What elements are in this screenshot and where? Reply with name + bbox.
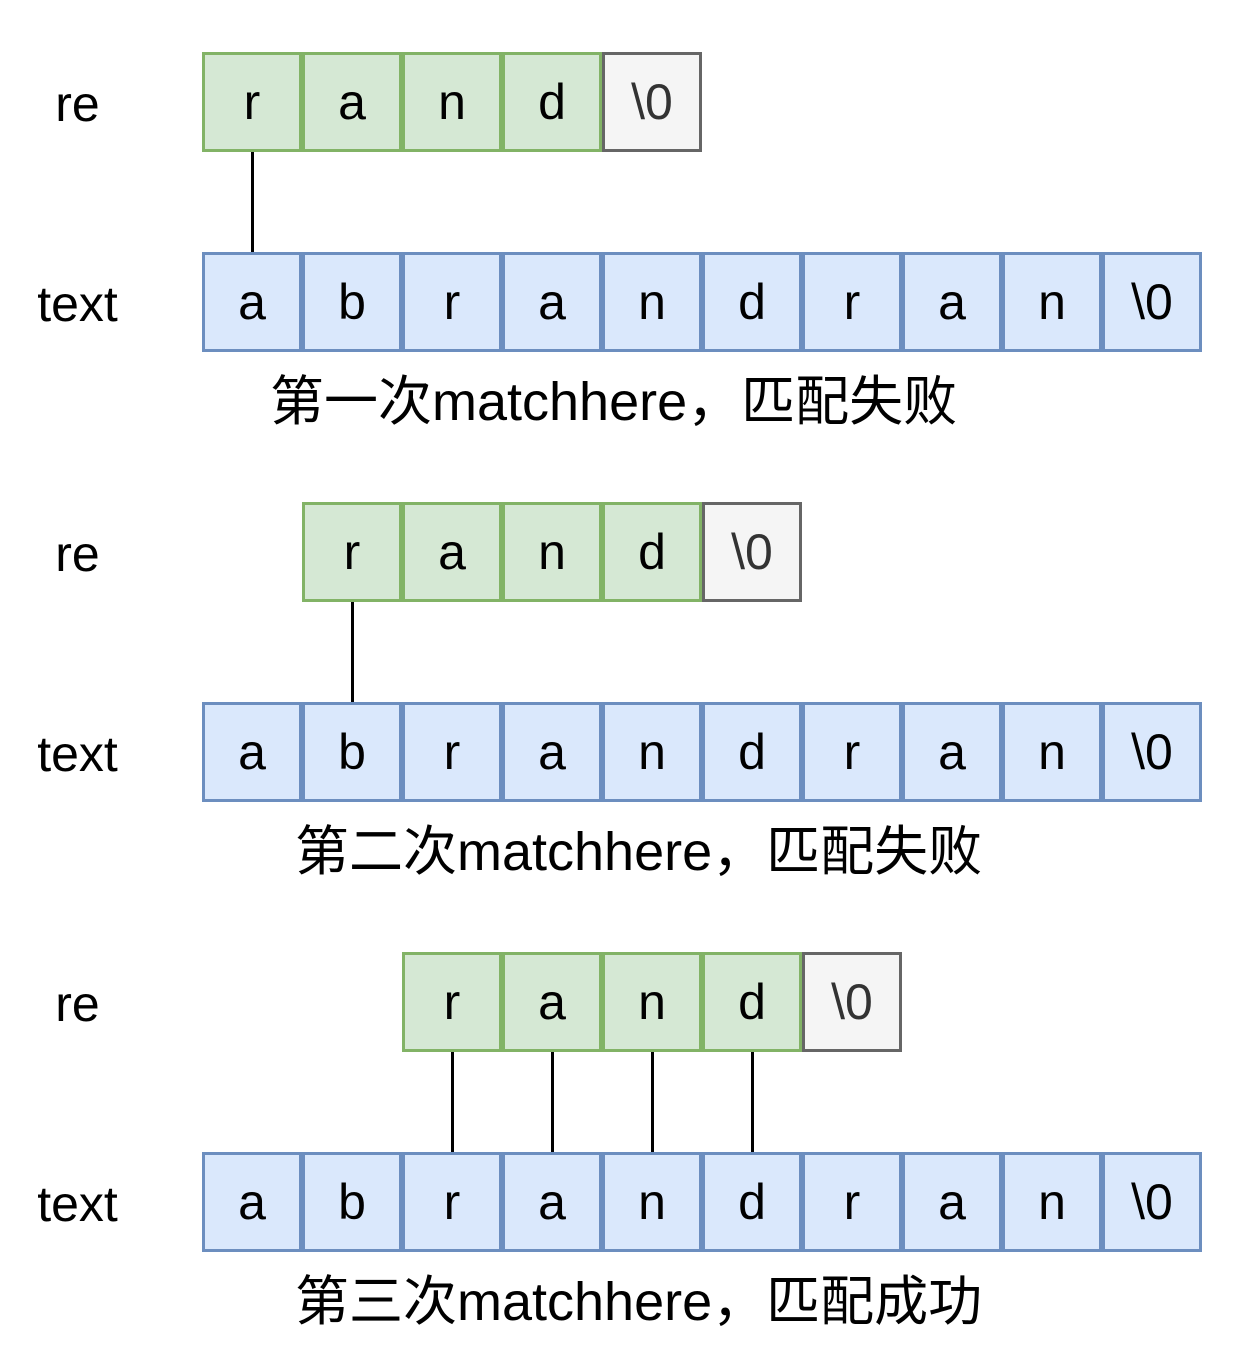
re-cell: a <box>502 952 602 1052</box>
match-connector <box>751 1052 754 1152</box>
text-cell: r <box>802 1152 902 1252</box>
match-connector <box>351 602 354 702</box>
re-terminator-cell: \0 <box>702 502 802 602</box>
text-cell: a <box>202 252 302 352</box>
re-cell: d <box>702 952 802 1052</box>
text-cell: n <box>602 702 702 802</box>
re-row-label: re <box>55 976 100 1032</box>
text-cell: b <box>302 1152 402 1252</box>
re-cell: r <box>402 952 502 1052</box>
re-terminator-cell: \0 <box>602 52 702 152</box>
text-cell: a <box>502 1152 602 1252</box>
text-row-label: text <box>37 726 118 782</box>
text-cell: d <box>702 702 802 802</box>
text-cell: r <box>402 702 502 802</box>
match-stage-2: re r a n d \0 text a b r a n d r a n \0 … <box>0 450 1260 900</box>
text-cell: n <box>1002 702 1102 802</box>
match-connector <box>651 1052 654 1152</box>
re-cell: d <box>602 502 702 602</box>
text-cell: b <box>302 252 402 352</box>
text-terminator-cell: \0 <box>1102 702 1202 802</box>
re-array: r a n d \0 <box>402 952 902 1052</box>
text-row-label: text <box>37 1176 118 1232</box>
text-cell: b <box>302 702 402 802</box>
re-cell: r <box>202 52 302 152</box>
re-array: r a n d \0 <box>302 502 802 602</box>
stage-caption: 第三次matchhere，匹配成功 <box>295 1272 983 1332</box>
match-stage-1: re r a n d \0 text a b r a n d r a n \0 … <box>0 0 1260 450</box>
text-cell: n <box>602 252 702 352</box>
text-cell: a <box>902 252 1002 352</box>
text-array: a b r a n d r a n \0 <box>202 252 1202 352</box>
re-array: r a n d \0 <box>202 52 702 152</box>
text-cell: n <box>1002 252 1102 352</box>
stage-caption: 第二次matchhere，匹配失败 <box>295 822 983 882</box>
stage-caption: 第一次matchhere，匹配失败 <box>270 372 958 432</box>
text-array: a b r a n d r a n \0 <box>202 1152 1202 1252</box>
text-cell: a <box>202 1152 302 1252</box>
re-cell: n <box>502 502 602 602</box>
text-cell: n <box>1002 1152 1102 1252</box>
re-row-label: re <box>55 76 100 132</box>
text-array: a b r a n d r a n \0 <box>202 702 1202 802</box>
text-cell: a <box>502 252 602 352</box>
re-cell: n <box>602 952 702 1052</box>
re-terminator-cell: \0 <box>802 952 902 1052</box>
re-row-label: re <box>55 526 100 582</box>
match-connector <box>251 152 254 252</box>
match-stage-3: re r a n d \0 text a b r a n d r a n \0 … <box>0 900 1260 1350</box>
match-connector <box>451 1052 454 1152</box>
text-cell: n <box>602 1152 702 1252</box>
text-terminator-cell: \0 <box>1102 252 1202 352</box>
text-cell: r <box>402 1152 502 1252</box>
text-row-label: text <box>37 276 118 332</box>
text-cell: a <box>502 702 602 802</box>
text-cell: r <box>402 252 502 352</box>
re-cell: a <box>302 52 402 152</box>
text-cell: a <box>902 702 1002 802</box>
re-cell: r <box>302 502 402 602</box>
text-terminator-cell: \0 <box>1102 1152 1202 1252</box>
match-connector <box>551 1052 554 1152</box>
text-cell: a <box>202 702 302 802</box>
text-cell: a <box>902 1152 1002 1252</box>
text-cell: r <box>802 702 902 802</box>
text-cell: r <box>802 252 902 352</box>
text-cell: d <box>702 252 802 352</box>
text-cell: d <box>702 1152 802 1252</box>
re-cell: n <box>402 52 502 152</box>
re-cell: a <box>402 502 502 602</box>
re-cell: d <box>502 52 602 152</box>
